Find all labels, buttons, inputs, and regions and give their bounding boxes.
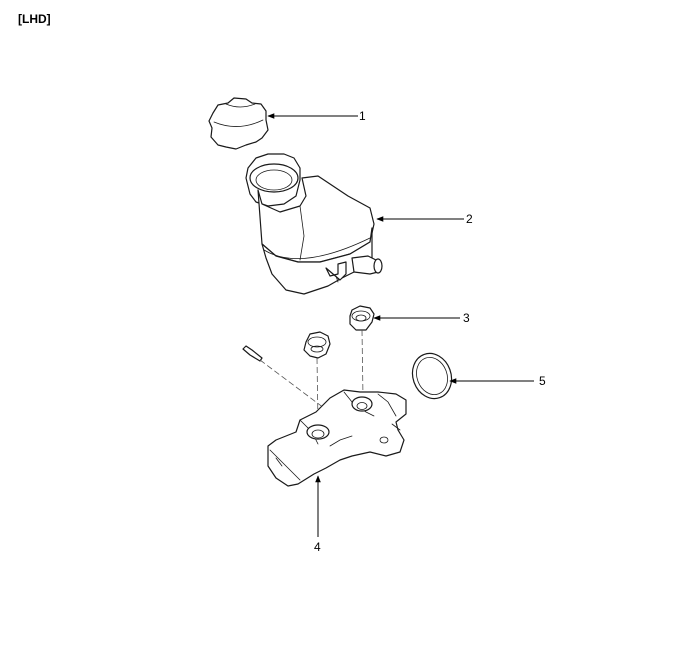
callout-number-1: 1 bbox=[359, 109, 366, 123]
reservoir-body bbox=[245, 153, 383, 295]
o-ring bbox=[411, 352, 453, 400]
reservoir-cap bbox=[208, 97, 269, 150]
callout-number-2: 2 bbox=[466, 212, 473, 226]
master-cylinder bbox=[267, 389, 407, 487]
assembly-line-grommet-upper bbox=[361, 329, 364, 399]
page-header-label: [LHD] bbox=[18, 12, 51, 26]
callout-number-4: 4 bbox=[314, 540, 321, 554]
grommet-upper bbox=[349, 305, 375, 331]
retaining-pin bbox=[242, 345, 263, 362]
grommet-middle bbox=[303, 331, 331, 359]
callout-number-5: 5 bbox=[539, 374, 546, 388]
callout-number-3: 3 bbox=[463, 311, 470, 325]
